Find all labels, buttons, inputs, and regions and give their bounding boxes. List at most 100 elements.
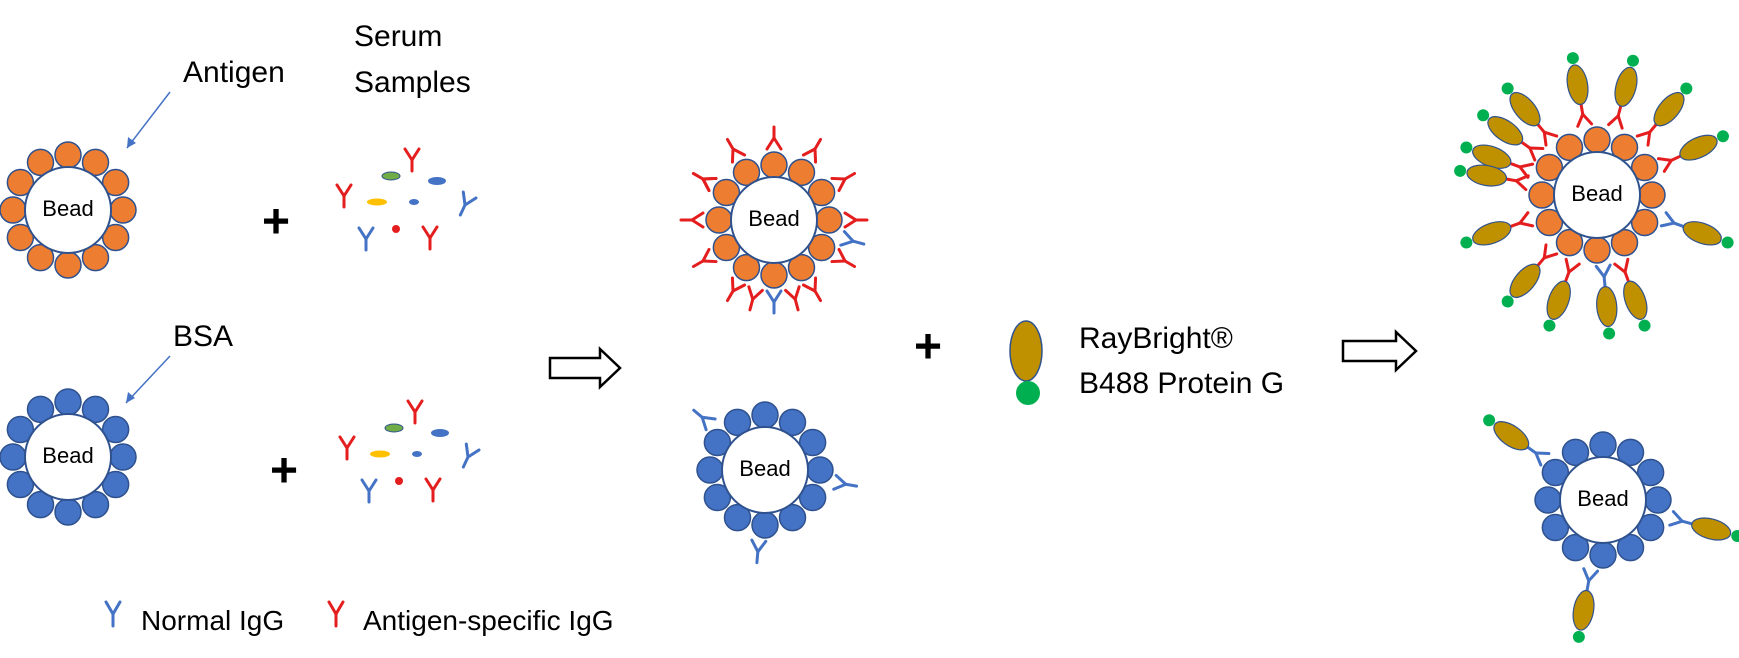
coated-bead-particle [1636, 513, 1665, 542]
coated-bead-particle [1535, 208, 1564, 237]
specific-igg-legend-icon [327, 600, 345, 628]
protein-g-conjugate [1477, 109, 1524, 146]
normal-igg-legend-icon [104, 600, 122, 628]
normal-igg-icon [692, 408, 717, 432]
coated-bead-particle [798, 428, 827, 457]
bead-label: Bead [1571, 181, 1622, 206]
coated-bead-particle [732, 158, 761, 187]
normal-igg-icon [357, 226, 375, 252]
specific-igg-icon [830, 172, 857, 193]
coated-bead-particle [751, 401, 779, 429]
protein-g-conjugate [1596, 286, 1618, 340]
coated-bead-particle [1541, 458, 1570, 487]
specific-igg-icon [830, 247, 857, 268]
serum-protein [384, 423, 404, 433]
coated-bead-particle [1630, 208, 1659, 237]
protein-g-conjugate [1682, 221, 1734, 249]
coated-bead-particle [26, 395, 55, 424]
serum-protein [431, 429, 449, 437]
specific-igg-icon [801, 137, 822, 164]
serum-label-line2: Samples [354, 66, 471, 99]
protein-g-conjugate [1501, 82, 1541, 127]
coated-bead-particle [1616, 438, 1645, 467]
coated-bead-particle [81, 395, 110, 424]
normal-igg-icon [1525, 445, 1551, 467]
coated-bead-particle [1583, 126, 1611, 154]
coated-bead-particle [109, 443, 137, 471]
coated-bead-particle [1616, 533, 1645, 562]
specific-igg-icon [338, 435, 356, 461]
plus-icon: + [262, 196, 290, 249]
bead-core [24, 166, 112, 254]
protein-g-conjugate [1566, 52, 1589, 106]
coated-bead-particle [705, 206, 733, 234]
plus-icon: + [270, 445, 298, 498]
serum-samples-bottom [338, 399, 481, 504]
coated-bead-particle [778, 503, 807, 532]
specific-igg-icon [691, 172, 718, 193]
coated-bead-particle [1589, 431, 1617, 459]
antigen-label: Antigen [183, 56, 285, 89]
coated-bead-particle [806, 456, 834, 484]
serum-protein [412, 451, 422, 457]
protein-g-conjugate [1454, 164, 1508, 187]
coated-bead-particle [778, 408, 807, 437]
protein-g-conjugate [1623, 280, 1651, 332]
normal-igg-icon [832, 473, 859, 491]
specific-igg-icon [1656, 154, 1683, 173]
specific-igg-icon [691, 247, 718, 268]
coated-bead-particle [703, 428, 732, 457]
specific-igg-icon [403, 147, 421, 173]
coated-bead-particle [732, 253, 761, 282]
serum-protein [367, 198, 387, 206]
coated-bead-particle [1644, 486, 1672, 514]
coated-bead-particle [807, 178, 836, 207]
bead-label: Bead [42, 443, 93, 468]
coated-bead-particle [1555, 228, 1584, 257]
coated-bead-particle [81, 148, 110, 177]
specific-igg-icon [1635, 122, 1659, 147]
coated-bead-particle [712, 233, 741, 262]
protein-g-conjugate [1483, 414, 1530, 451]
coated-bead-particle [109, 196, 137, 224]
normal-igg-icon [461, 442, 481, 469]
bsa-bead-with-igg: Bead [692, 401, 859, 565]
coated-bead-particle [1638, 181, 1666, 209]
bead-label: Bead [42, 196, 93, 221]
coated-bead-particle [703, 483, 732, 512]
coated-bead-particle [101, 223, 130, 252]
specific-igg-icon [784, 285, 801, 312]
protein-g-conjugate [1653, 82, 1693, 127]
protein-g-conjugate [1679, 130, 1729, 161]
coated-bead-particle [26, 490, 55, 519]
bsa-label: BSA [173, 320, 233, 353]
coated-bead-particle [26, 243, 55, 272]
coated-bead-particle [6, 470, 35, 499]
specific-igg-icon [1613, 257, 1631, 284]
coated-bead-particle [807, 233, 836, 262]
antigen-bead-detected: Bead [1454, 52, 1734, 340]
coated-bead-particle [1535, 153, 1564, 182]
antigen-pointer-head [127, 137, 136, 148]
coated-bead-particle [1561, 533, 1590, 562]
coated-bead-particle [1630, 153, 1659, 182]
plus-icon: + [914, 321, 942, 374]
specific-igg-icon [1535, 122, 1559, 147]
serum-protein [392, 225, 400, 233]
protein-g-conjugate [1501, 263, 1541, 308]
bsa-pointer-head [126, 392, 135, 403]
arrow-right-icon [1341, 329, 1418, 373]
coated-bead-particle [1561, 438, 1590, 467]
protein-g-icon [1009, 320, 1043, 382]
coated-bead-particle [712, 178, 741, 207]
coated-bead-particle [815, 206, 843, 234]
specific-igg-icon [1519, 140, 1545, 162]
coated-bead-particle [101, 415, 130, 444]
coated-bead-particle [6, 168, 35, 197]
coated-bead-particle [101, 168, 130, 197]
specific-igg-icon [1607, 103, 1624, 130]
coated-bead-particle [1555, 133, 1584, 162]
normal-igg-icon [458, 190, 478, 217]
